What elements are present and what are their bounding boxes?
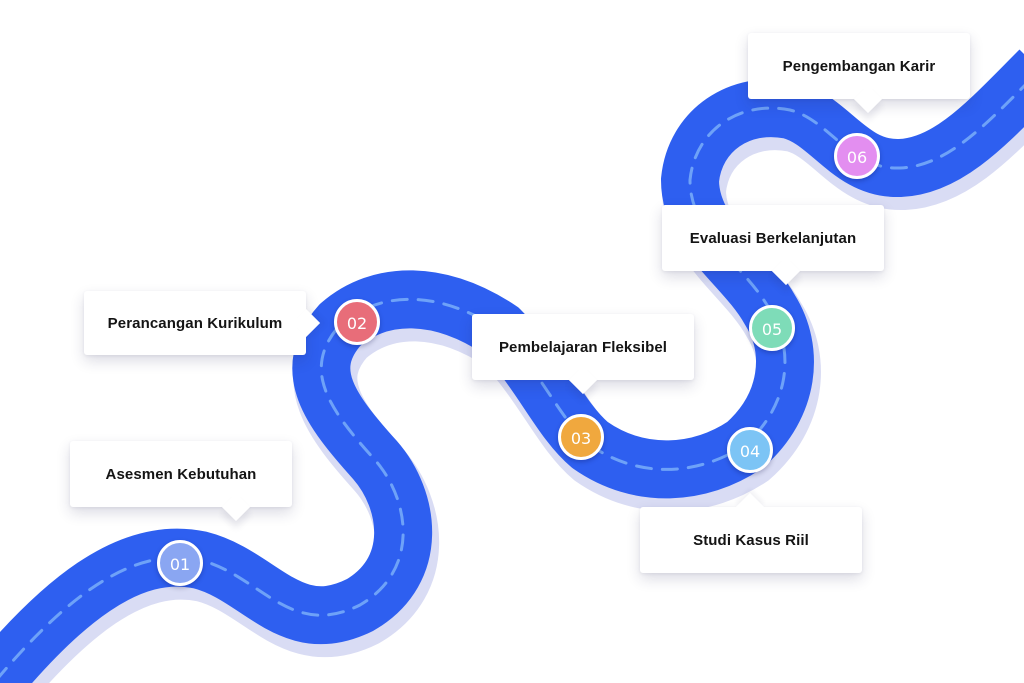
- step-3-callout: Pembelajaran Fleksibel: [472, 314, 694, 380]
- step-2-label: Perancangan Kurikulum: [107, 314, 283, 332]
- step-3-label: Pembelajaran Fleksibel: [498, 338, 668, 356]
- step-1-callout: Asesmen Kebutuhan: [70, 441, 292, 507]
- step-1-marker: 01: [157, 540, 203, 586]
- step-6-marker: 06: [834, 133, 880, 179]
- step-6-callout: Pengembangan Karir: [748, 33, 970, 99]
- step-5-callout: Evaluasi Berkelanjutan: [662, 205, 884, 271]
- step-2-number: 02: [346, 313, 368, 333]
- step-5-number: 05: [761, 319, 783, 339]
- step-1-label: Asesmen Kebutuhan: [105, 465, 257, 483]
- step-3-number: 03: [570, 428, 592, 448]
- step-6-number: 06: [846, 147, 868, 167]
- step-3-marker: 03: [558, 414, 604, 460]
- step-5-label: Evaluasi Berkelanjutan: [689, 229, 857, 247]
- step-1-number: 01: [169, 554, 191, 574]
- step-4-label: Studi Kasus Riil: [693, 531, 809, 549]
- step-5-marker: 05: [749, 305, 795, 351]
- step-6-label: Pengembangan Karir: [782, 57, 936, 75]
- step-2-callout: Perancangan Kurikulum: [84, 291, 306, 355]
- step-4-callout: Studi Kasus Riil: [640, 507, 862, 573]
- step-2-marker: 02: [334, 299, 380, 345]
- step-4-marker: 04: [727, 427, 773, 473]
- step-4-number: 04: [739, 441, 761, 461]
